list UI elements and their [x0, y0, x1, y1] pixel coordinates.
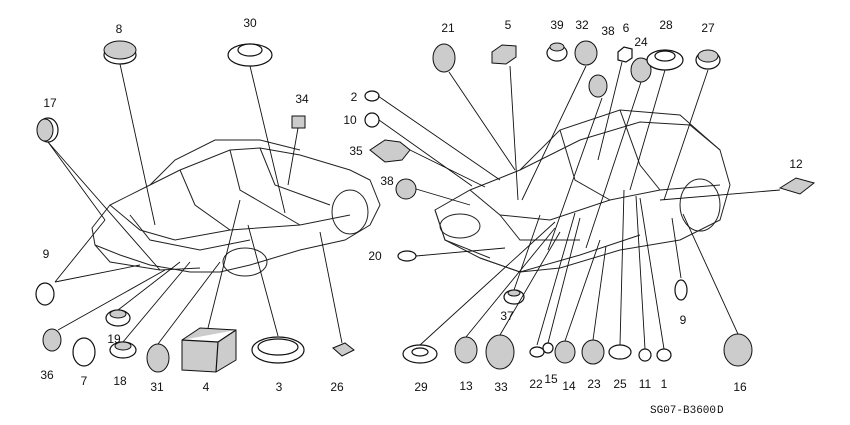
part-10-clip: [364, 112, 380, 128]
leader-lines: [47, 61, 781, 350]
part-22-clip: [529, 346, 545, 358]
part-14-plug: [554, 340, 576, 364]
callout-15: 15: [544, 372, 558, 386]
part-13-plug: [454, 336, 478, 364]
callout-1: 1: [661, 377, 668, 391]
part-1-clip: [656, 348, 672, 362]
part-6-block: [617, 46, 633, 63]
callout-21: 21: [441, 21, 455, 35]
callout-8: 8: [116, 22, 123, 36]
callout-16: 16: [733, 380, 747, 394]
part-15-clip: [542, 342, 554, 354]
callout-36: 36: [40, 368, 54, 382]
callout-33: 33: [494, 380, 508, 394]
callout-35: 35: [349, 144, 363, 158]
part-39-grommet: [546, 42, 568, 62]
part-21-plug: [432, 43, 456, 73]
callout-38-top: 38: [601, 24, 615, 38]
part-12-pad: [778, 177, 816, 195]
part-33-plug: [485, 334, 515, 370]
callout-24: 24: [634, 35, 648, 49]
callout-18: 18: [113, 374, 127, 388]
callout-23: 23: [587, 377, 601, 391]
part-36-plug: [42, 328, 62, 352]
callout-28: 28: [659, 18, 673, 32]
part-38-grommet-top: [588, 74, 608, 98]
callout-19: 19: [107, 332, 121, 346]
callout-numbers: 1 2 3 4 5 6 7 8 9 9 10 11 12 13 14 15 16…: [40, 16, 803, 394]
callout-13: 13: [459, 379, 473, 393]
callout-9-right: 9: [680, 313, 687, 327]
callout-20: 20: [368, 249, 382, 263]
part-28-grommet: [646, 49, 684, 71]
callout-27: 27: [701, 21, 715, 35]
part-19-plug: [105, 309, 131, 327]
part-9-ring-right: [674, 279, 688, 301]
callout-37: 37: [500, 309, 514, 323]
callout-22: 22: [529, 377, 543, 391]
part-11-clip: [638, 348, 652, 362]
part-30-grommet: [227, 43, 273, 67]
callout-30: 30: [243, 16, 257, 30]
part-34-pad: [291, 115, 306, 129]
callout-26: 26: [330, 380, 344, 394]
part-27-plug: [695, 49, 721, 70]
callout-34: 34: [295, 92, 309, 106]
left-car-body: [91, 139, 381, 277]
part-31-plug: [146, 343, 170, 373]
callout-25: 25: [613, 377, 627, 391]
part-32-plug: [574, 40, 598, 66]
part-35-cover: [369, 139, 411, 163]
callout-32: 32: [575, 18, 589, 32]
callout-7: 7: [81, 374, 88, 388]
callout-14: 14: [562, 379, 576, 393]
callout-29: 29: [414, 380, 428, 394]
part-9-ring-left: [35, 282, 55, 306]
callout-17: 17: [43, 96, 57, 110]
callout-9-left: 9: [43, 247, 50, 261]
part-3-seal-ring: [251, 336, 305, 364]
diagram-code-text: SG07-B3600: [650, 405, 716, 417]
callout-39: 39: [550, 18, 564, 32]
callout-4: 4: [203, 380, 210, 394]
callout-38-mid: 38: [380, 174, 394, 188]
part-8-plug: [103, 40, 137, 65]
callout-31: 31: [150, 380, 164, 394]
diagram-code-suffix: D: [717, 405, 724, 417]
callout-12: 12: [789, 157, 803, 171]
part-4-foam-block: [181, 327, 237, 373]
part-38-grommet-mid: [395, 178, 417, 200]
callout-5: 5: [505, 18, 512, 32]
part-37-grommet: [503, 289, 525, 305]
callout-3: 3: [276, 380, 283, 394]
part-2-clip: [364, 90, 380, 102]
part-23-plug: [581, 339, 605, 365]
part-20-clip: [397, 250, 417, 262]
callout-6: 6: [623, 21, 630, 35]
part-26-pad: [332, 342, 355, 357]
part-17-plug: [36, 117, 59, 143]
diagram-code: SG07-B3600 D: [650, 405, 724, 417]
part-16-plug: [723, 333, 753, 367]
callout-10: 10: [343, 113, 357, 127]
part-29-grommet: [402, 344, 438, 364]
right-car-body: [434, 109, 731, 273]
callout-2: 2: [351, 90, 358, 104]
part-25-plug: [608, 344, 632, 360]
part-7-plug: [72, 337, 96, 367]
callout-11: 11: [639, 377, 652, 391]
part-5-block: [491, 44, 517, 65]
